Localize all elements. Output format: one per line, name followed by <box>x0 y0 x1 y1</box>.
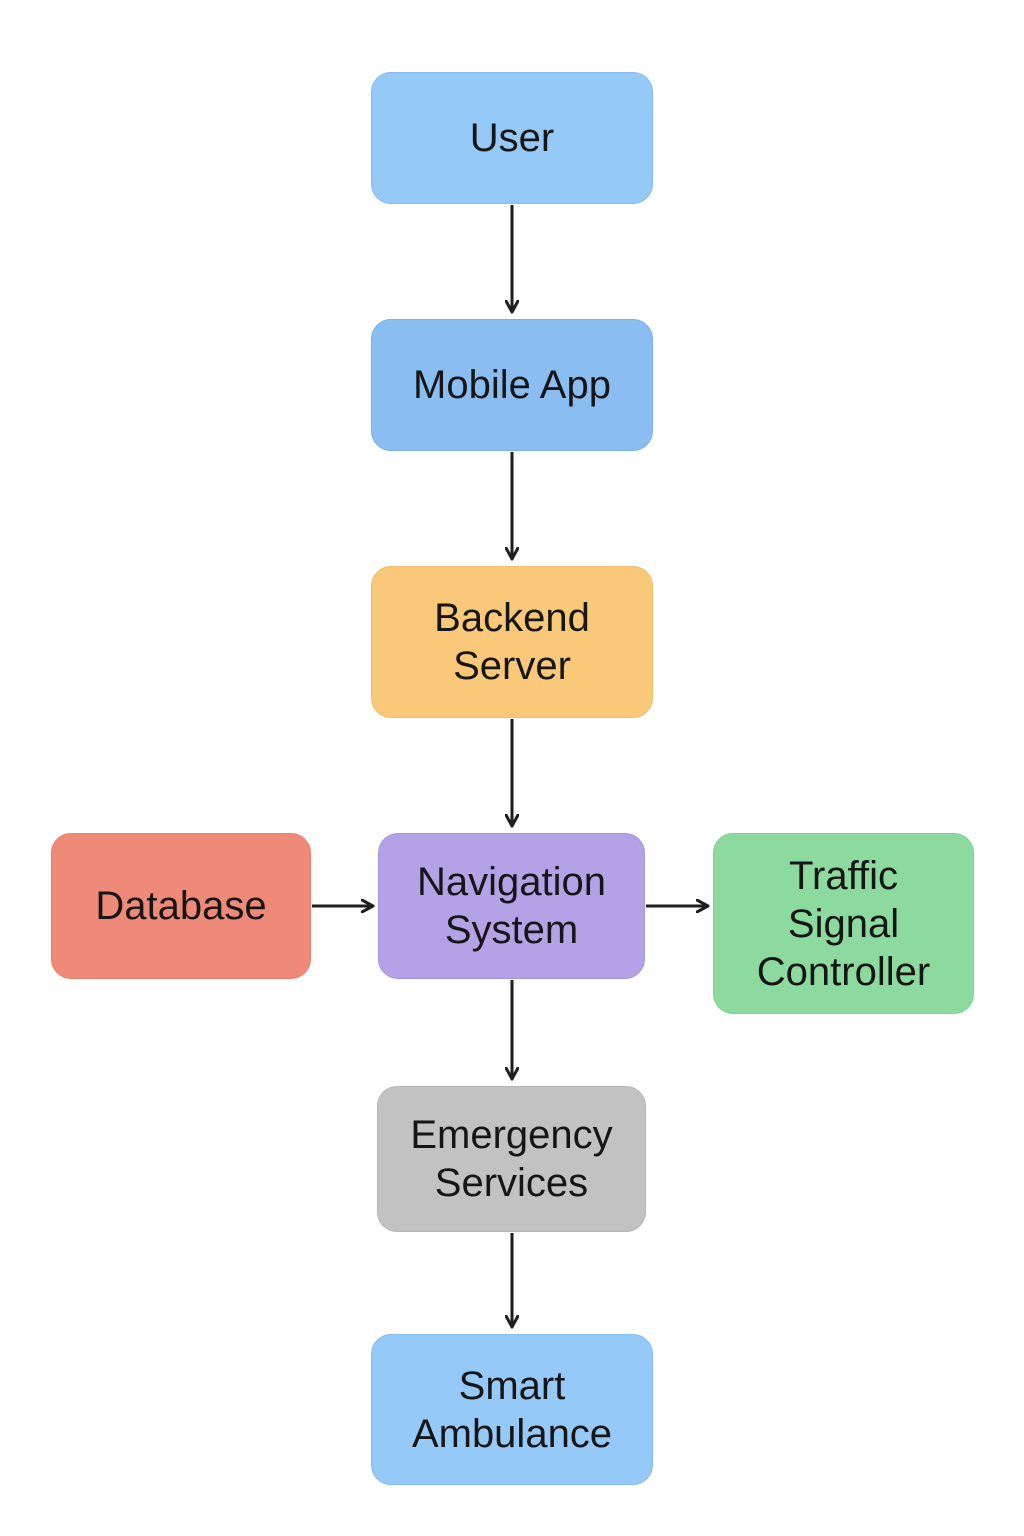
node-user-label: User <box>469 116 555 160</box>
node-database-label: Database <box>95 884 267 928</box>
node-user: User <box>371 72 653 204</box>
node-smart-ambulance: Smart Ambulance <box>371 1334 653 1485</box>
node-traffic-signal-controller: Traffic Signal Controller <box>713 833 974 1014</box>
node-mobile-app: Mobile App <box>371 319 653 451</box>
node-emergency-services: Emergency Services <box>377 1086 646 1232</box>
node-database: Database <box>51 833 311 979</box>
node-backend-server-label: Backend Server <box>434 596 590 688</box>
node-backend-server: Backend Server <box>371 566 653 718</box>
node-smart-ambulance-label: Smart Ambulance <box>411 1363 613 1456</box>
node-emergency-services-label: Emergency Services <box>410 1113 613 1205</box>
node-navigation-system-label: Navigation System <box>416 860 606 952</box>
node-traffic-signal-controller-label: Traffic Signal Controller <box>756 853 931 994</box>
node-mobile-app-label: Mobile App <box>413 363 611 407</box>
node-navigation-system: Navigation System <box>378 833 645 979</box>
